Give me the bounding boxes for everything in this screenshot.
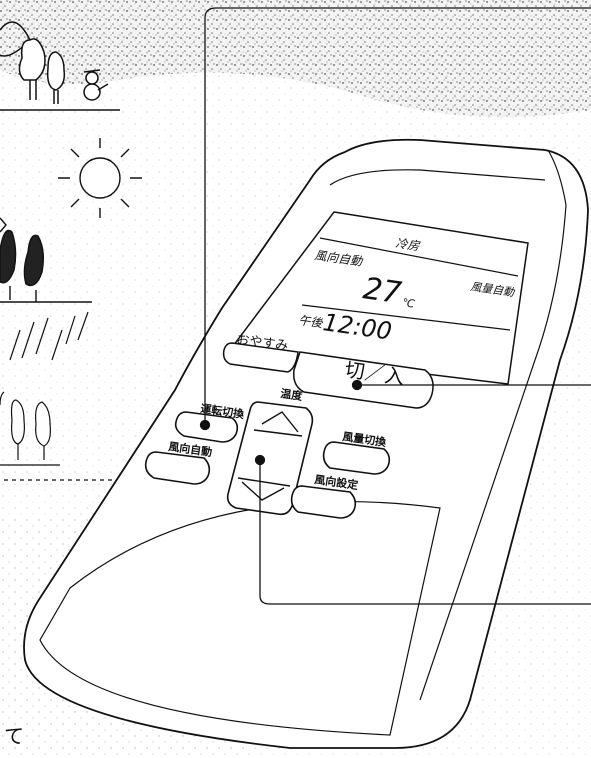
sun-illustration bbox=[58, 138, 142, 218]
temperature-label: 温度 bbox=[280, 386, 305, 403]
winter-scene-illustration bbox=[0, 21, 120, 111]
temperature-rocker bbox=[226, 401, 314, 516]
summer-trees-illustration bbox=[0, 217, 92, 303]
display-wind-direction-text: 風向自動 bbox=[314, 248, 365, 269]
callout-line-mode-switch bbox=[199, 7, 591, 431]
remote-control: 冷房 風向自動 風量自動 27 ℃ 午後 12:00 おやすみ 切／入 運転切換… bbox=[23, 138, 589, 749]
callout-line-off-on bbox=[351, 379, 591, 391]
sleep-button[interactable] bbox=[222, 342, 299, 373]
display-fan-speed-text: 風量自動 bbox=[470, 280, 516, 299]
fan-switch-button[interactable] bbox=[322, 441, 391, 475]
sleep-button-label: おやすみ bbox=[235, 332, 289, 354]
display-temperature-unit: ℃ bbox=[402, 296, 417, 311]
display-time-period: 午後 bbox=[298, 313, 325, 330]
display-temperature-value: 27 bbox=[361, 271, 404, 311]
temperature-down-button[interactable] bbox=[237, 477, 291, 501]
off-on-button[interactable] bbox=[292, 351, 434, 409]
wind-setting-button[interactable] bbox=[290, 485, 357, 519]
temperature-up-button[interactable] bbox=[253, 411, 303, 437]
rain-scene-illustration bbox=[0, 311, 120, 481]
display-mode-text: 冷房 bbox=[395, 236, 422, 253]
callout-line-temperature bbox=[254, 454, 591, 605]
wind-auto-button[interactable] bbox=[144, 451, 211, 485]
remote-lower-panel bbox=[39, 501, 441, 736]
remote-top-cap bbox=[329, 169, 546, 186]
lcd-display bbox=[228, 211, 529, 385]
wind-setting-label: 風向設定 bbox=[314, 472, 360, 492]
page-text-fragment: て bbox=[4, 724, 24, 748]
remote-side-edge bbox=[419, 149, 567, 701]
